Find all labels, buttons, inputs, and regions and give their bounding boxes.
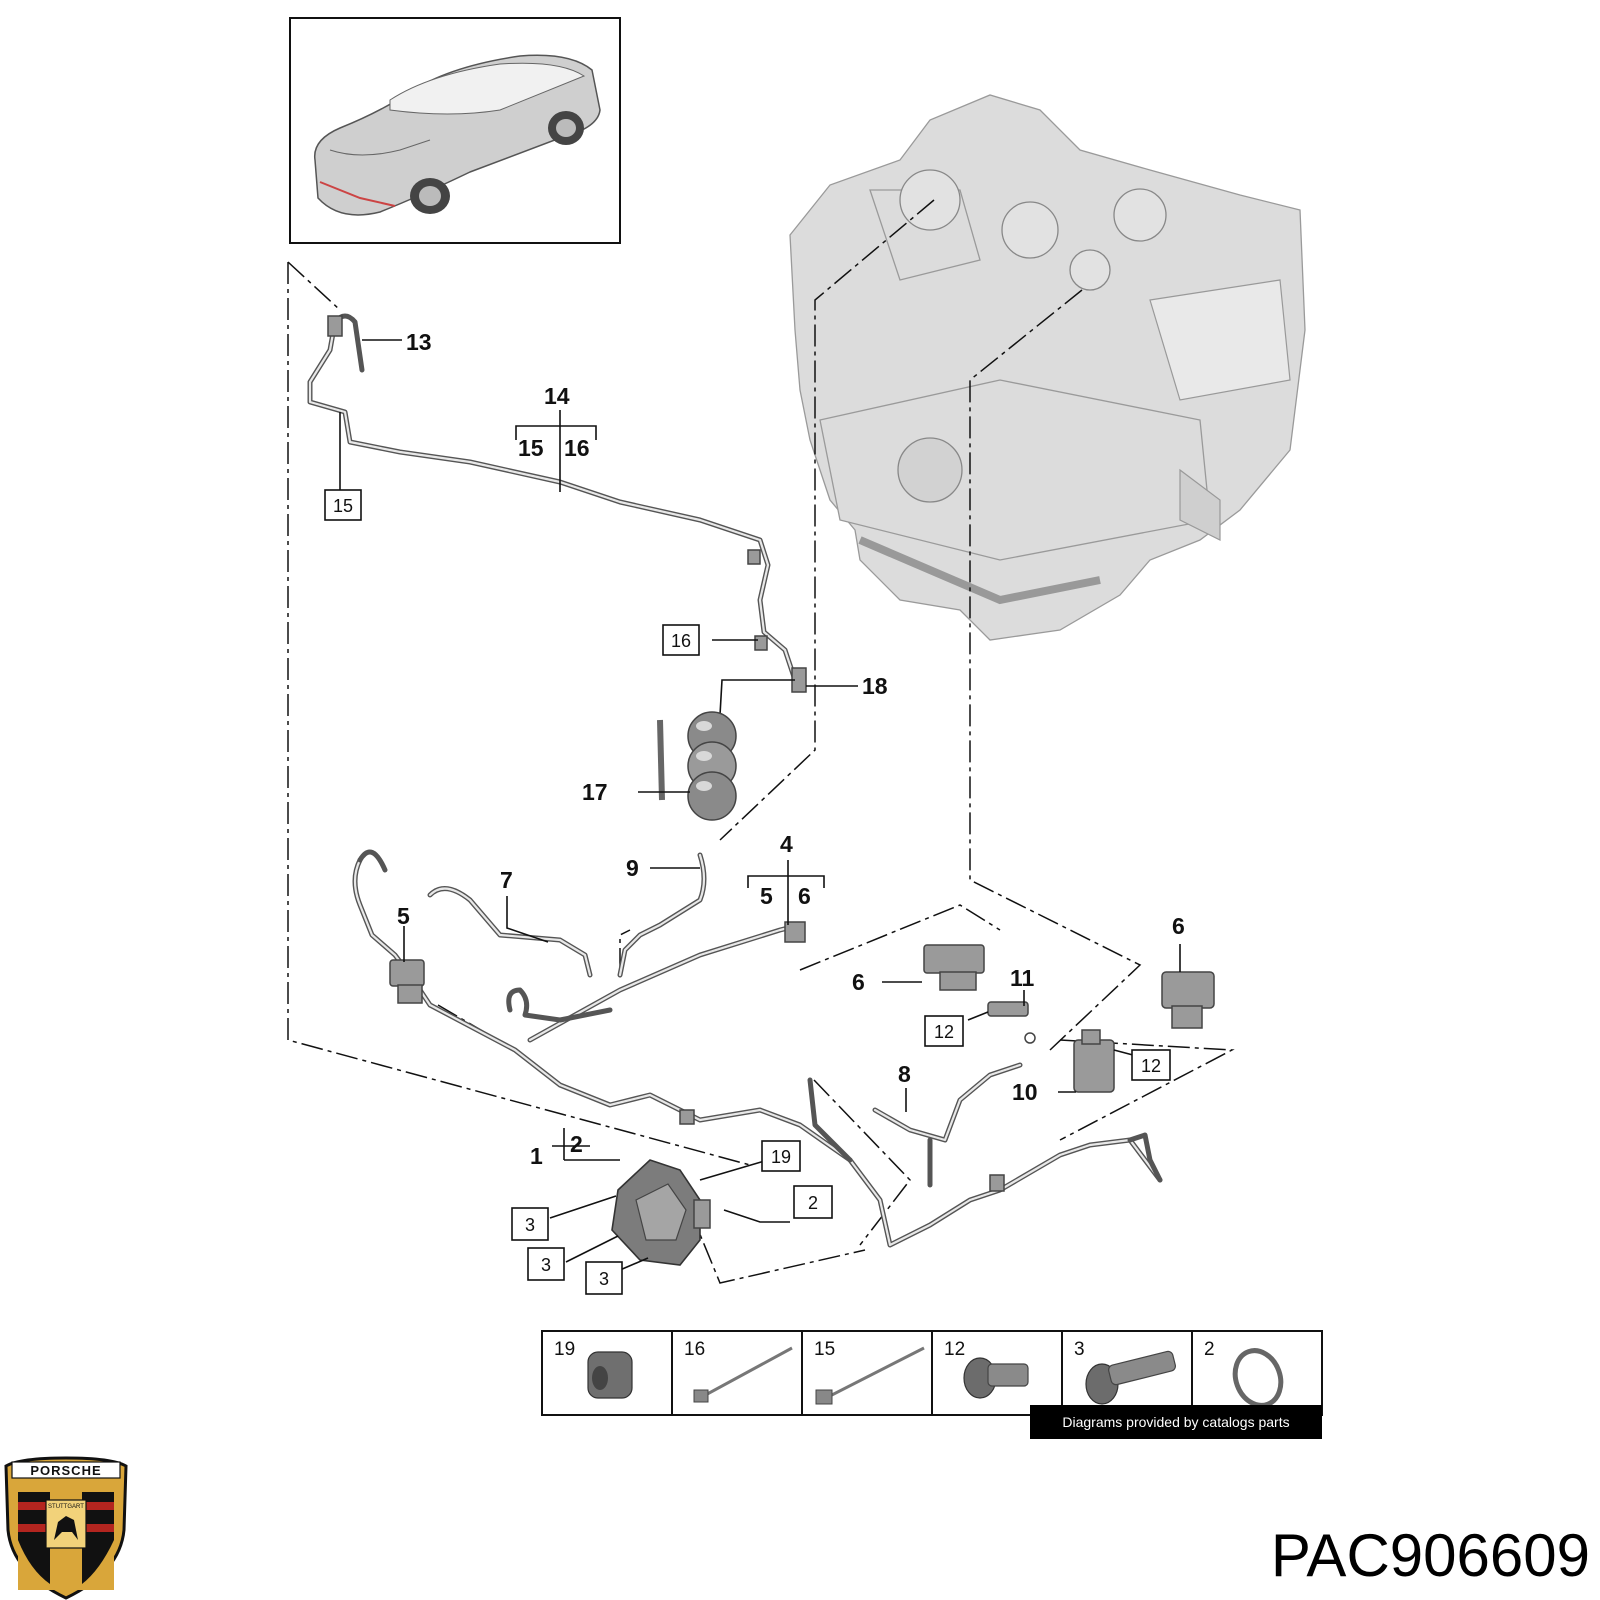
table-cell-2: 2 xyxy=(1204,1339,1215,1360)
callout-5: 5 xyxy=(397,903,410,929)
callout-labels: 13 14 15 16 18 17 9 4 5 6 7 5 6 11 6 8 1… xyxy=(397,329,1185,1169)
box-label-19: 19 xyxy=(771,1147,791,1167)
callout-17: 17 xyxy=(582,779,608,805)
callout-5-upper: 5 xyxy=(760,883,773,909)
callout-14: 14 xyxy=(544,383,570,409)
car-illustration xyxy=(313,54,601,216)
valve-6-center xyxy=(923,944,985,974)
bracket-11 xyxy=(987,1001,1029,1017)
table-cell-3: 3 xyxy=(1074,1339,1085,1360)
callout-6-upper: 6 xyxy=(798,883,811,909)
table-cell-19: 19 xyxy=(554,1339,575,1360)
box-label-12-center: 12 xyxy=(934,1022,954,1042)
seal-ring-icon xyxy=(1232,1348,1284,1408)
table-cell-16: 16 xyxy=(684,1339,705,1360)
callout-16: 16 xyxy=(564,435,590,461)
lower-hose-assembly xyxy=(352,849,1163,1248)
cable-tie-icon xyxy=(815,1346,925,1405)
table-cell-15: 15 xyxy=(814,1339,835,1360)
small-parts-table: 19 16 15 12 3 2 xyxy=(541,1330,1323,1439)
upper-vacuum-line xyxy=(307,313,807,693)
box-label-15: 15 xyxy=(333,496,353,516)
sleeve-icon xyxy=(587,1351,633,1399)
callout-4: 4 xyxy=(780,831,793,857)
callout-18: 18 xyxy=(862,673,888,699)
valve-5 xyxy=(389,959,425,987)
cable-tie-icon xyxy=(693,1346,793,1403)
boxed-labels: 15 16 12 12 19 2 3 3 3 xyxy=(324,489,1171,1295)
credit-caption: Diagrams provided by catalogs parts xyxy=(1062,1414,1289,1430)
box-label-3-bottom: 3 xyxy=(599,1269,609,1289)
callout-6-center: 6 xyxy=(852,969,865,995)
vacuum-pump xyxy=(611,1159,711,1266)
box-label-16: 16 xyxy=(671,631,691,651)
box-label-3-middle: 3 xyxy=(541,1255,551,1275)
callout-6-right: 6 xyxy=(1172,913,1185,939)
engine-illustration xyxy=(789,94,1306,641)
vehicle-overview xyxy=(289,17,621,244)
callout-9: 9 xyxy=(626,855,639,881)
callout-15: 15 xyxy=(518,435,544,461)
table-cell-12: 12 xyxy=(944,1339,965,1360)
callout-7: 7 xyxy=(500,867,513,893)
valve-10 xyxy=(1073,1039,1115,1093)
bolt-icon xyxy=(963,1357,1029,1399)
part-number: PAC906609 xyxy=(1271,1522,1590,1589)
bolt-icon xyxy=(1085,1350,1176,1405)
box-label-3-top: 3 xyxy=(525,1215,535,1235)
leader-lines xyxy=(339,339,1181,1271)
callout-13: 13 xyxy=(406,329,432,355)
callout-2: 2 xyxy=(570,1131,583,1157)
callout-8: 8 xyxy=(898,1061,911,1087)
callout-11: 11 xyxy=(1010,965,1035,991)
solenoid-valves xyxy=(389,944,1215,1093)
crest-brand-text: PORSCHE xyxy=(30,1463,101,1478)
crest-city-text: STUTTGART xyxy=(48,1504,84,1510)
box-label-12-right: 12 xyxy=(1141,1056,1161,1076)
valve-6-right xyxy=(1161,971,1215,1009)
pipe-clip-13 xyxy=(327,315,343,337)
callout-10: 10 xyxy=(1012,1079,1038,1105)
porsche-crest-icon: PORSCHE STUTTGART xyxy=(4,1456,128,1600)
box-label-2: 2 xyxy=(808,1193,818,1213)
assembly-dash-lines xyxy=(287,199,1235,1284)
vacuum-reservoir xyxy=(657,679,795,821)
callout-1: 1 xyxy=(530,1143,543,1169)
